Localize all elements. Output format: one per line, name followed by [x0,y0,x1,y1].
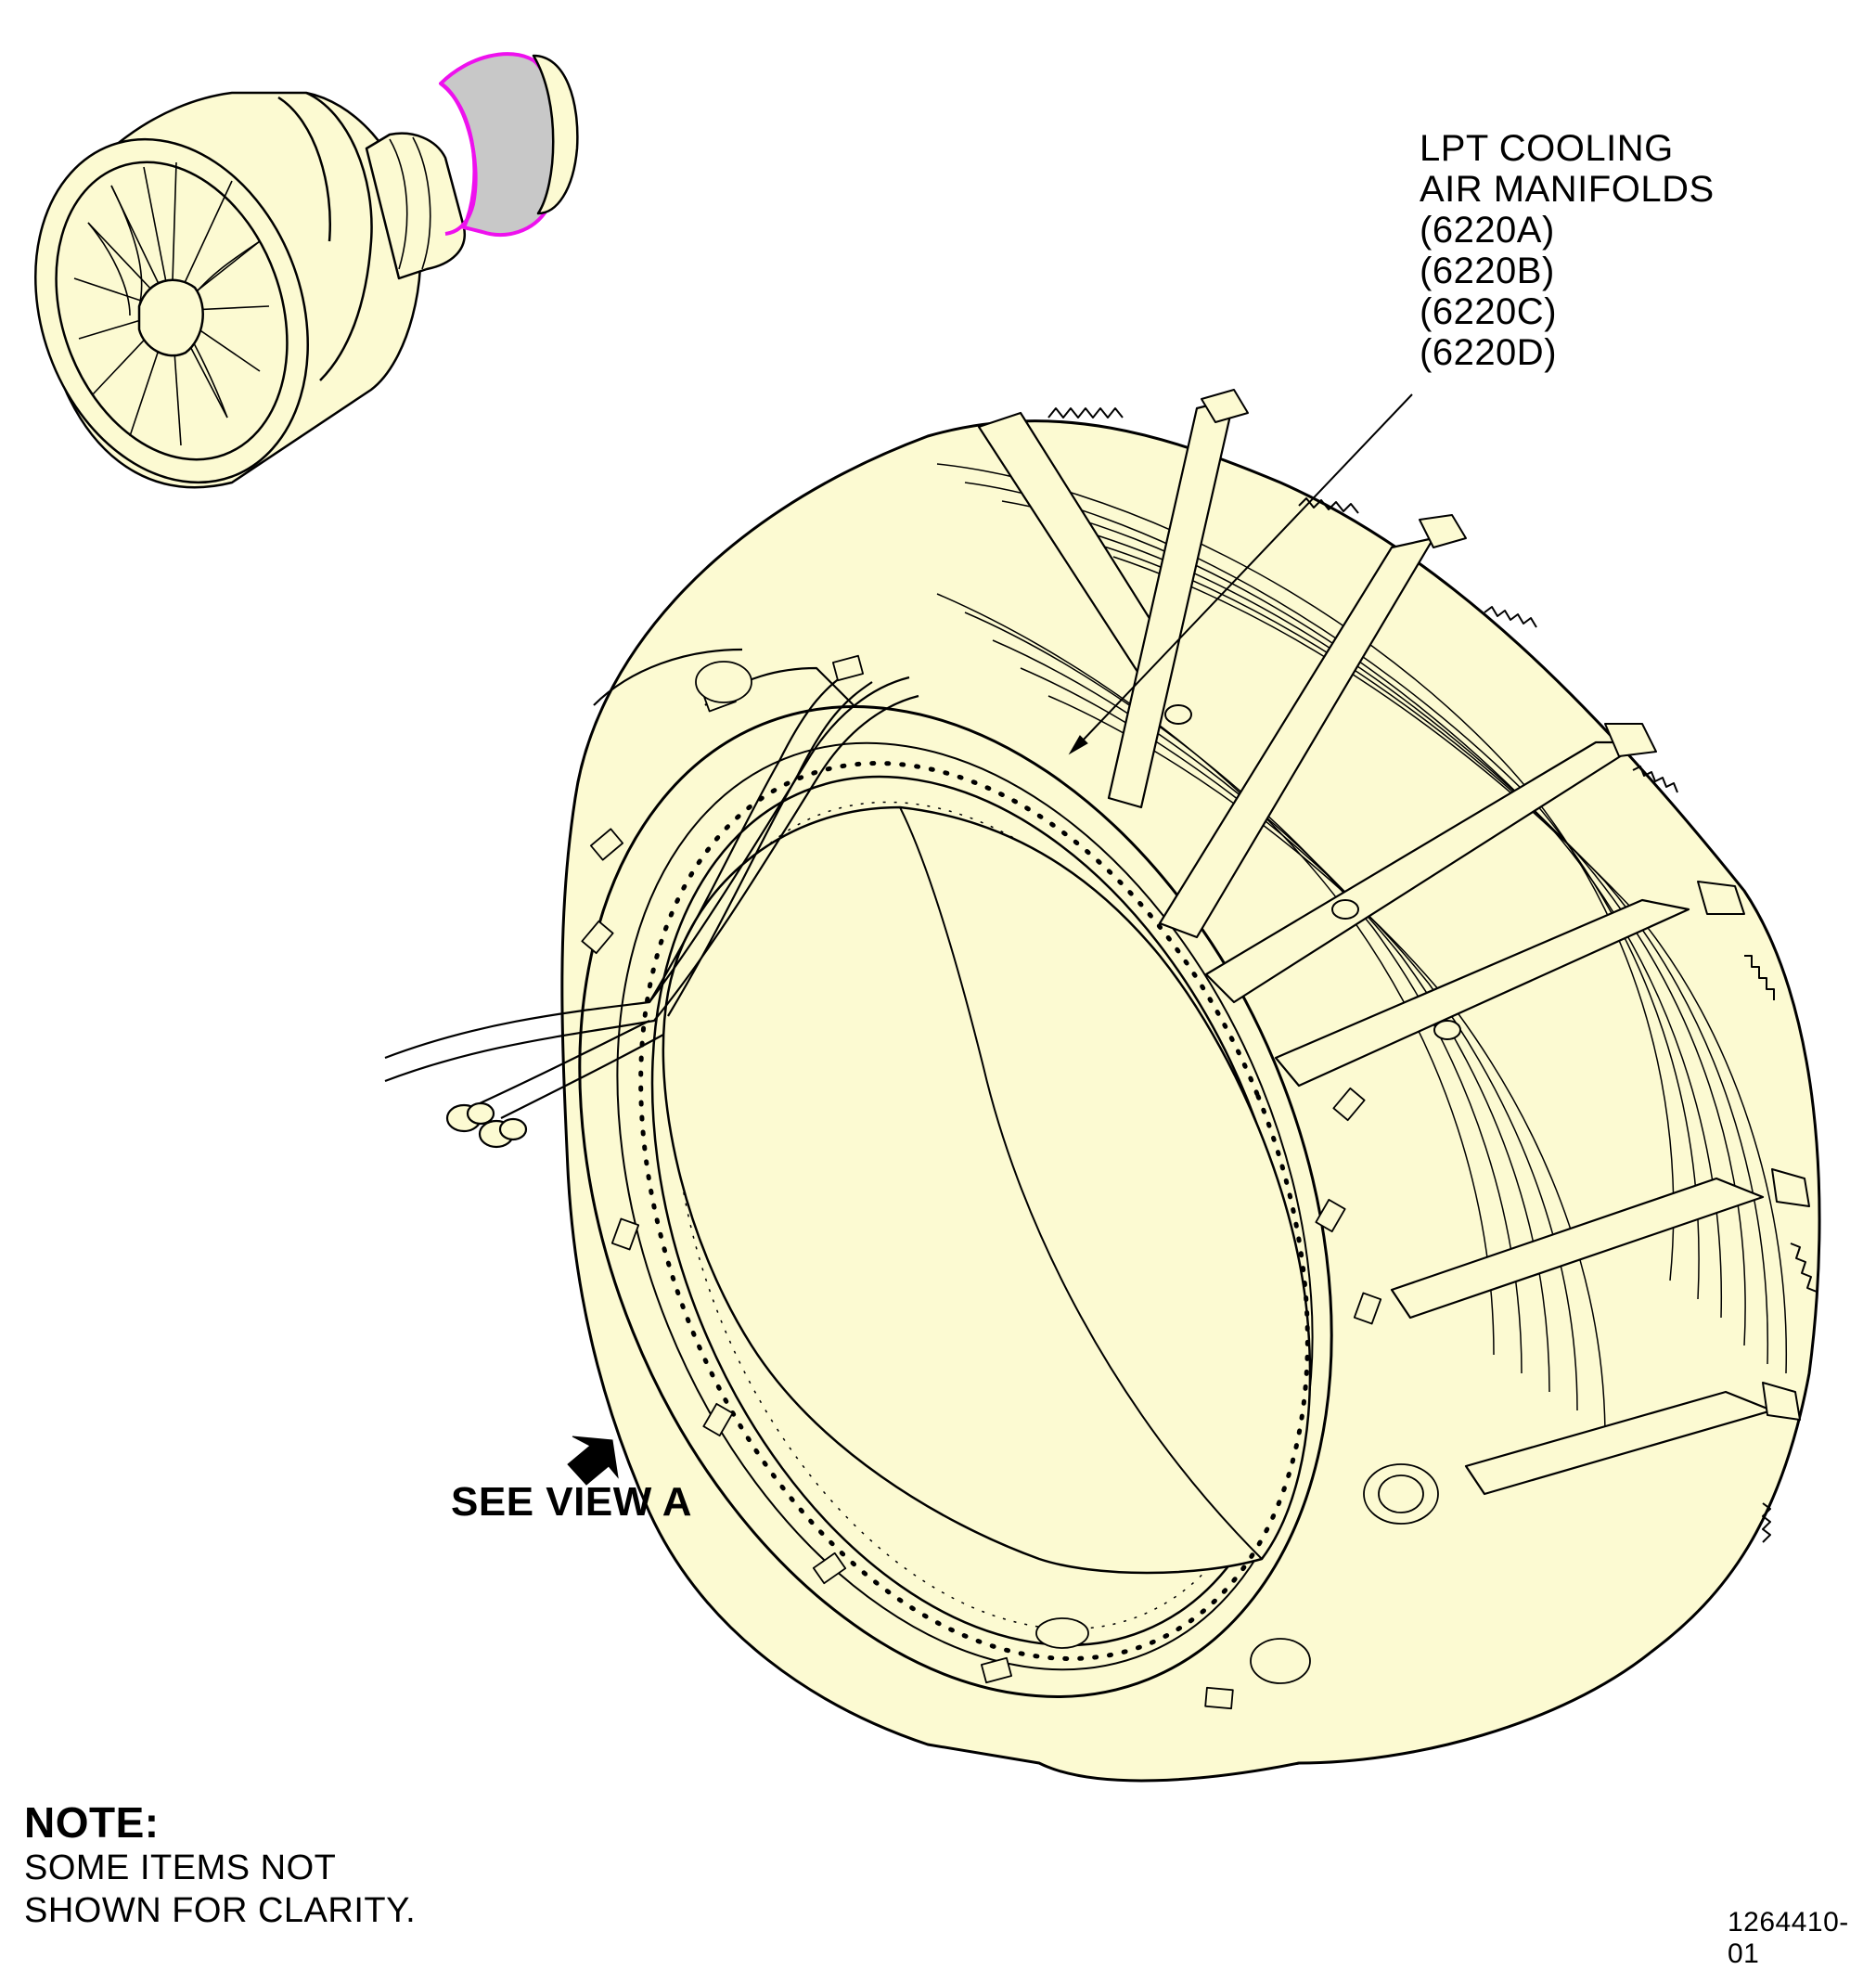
callout-line: (6220A) [1420,210,1555,251]
lpt-cooling-manifolds-callout: LPT COOLING AIR MANIFOLDS (6220A) (6220B… [1420,128,1715,373]
callout-line: (6220B) [1420,251,1555,291]
callout-line: (6220C) [1420,291,1558,332]
figure-number: 1264410-01 [1728,1907,1849,1969]
note-text: SOME ITEMS NOT SHOWN FOR CLARITY. [24,1847,416,1932]
arrow-icon [567,1436,619,1486]
callout-leader [1068,393,1413,755]
turbofan-engine-icon [34,52,579,489]
see-view-label: SEE VIEW A [451,1479,693,1525]
callout-line: AIR MANIFOLDS [1420,169,1715,210]
callout-line: LPT COOLING [1420,128,1674,169]
note-block: NOTE: SOME ITEMS NOT SHOWN FOR CLARITY. [24,1798,416,1932]
lpt-case-assembly [384,389,1821,1783]
note-heading: NOTE: [24,1798,160,1847]
note-line: SHOWN FOR CLARITY. [24,1891,417,1930]
case-bore [662,805,1312,1575]
note-line: SOME ITEMS NOT [24,1848,337,1887]
callout-line: (6220D) [1420,332,1558,373]
